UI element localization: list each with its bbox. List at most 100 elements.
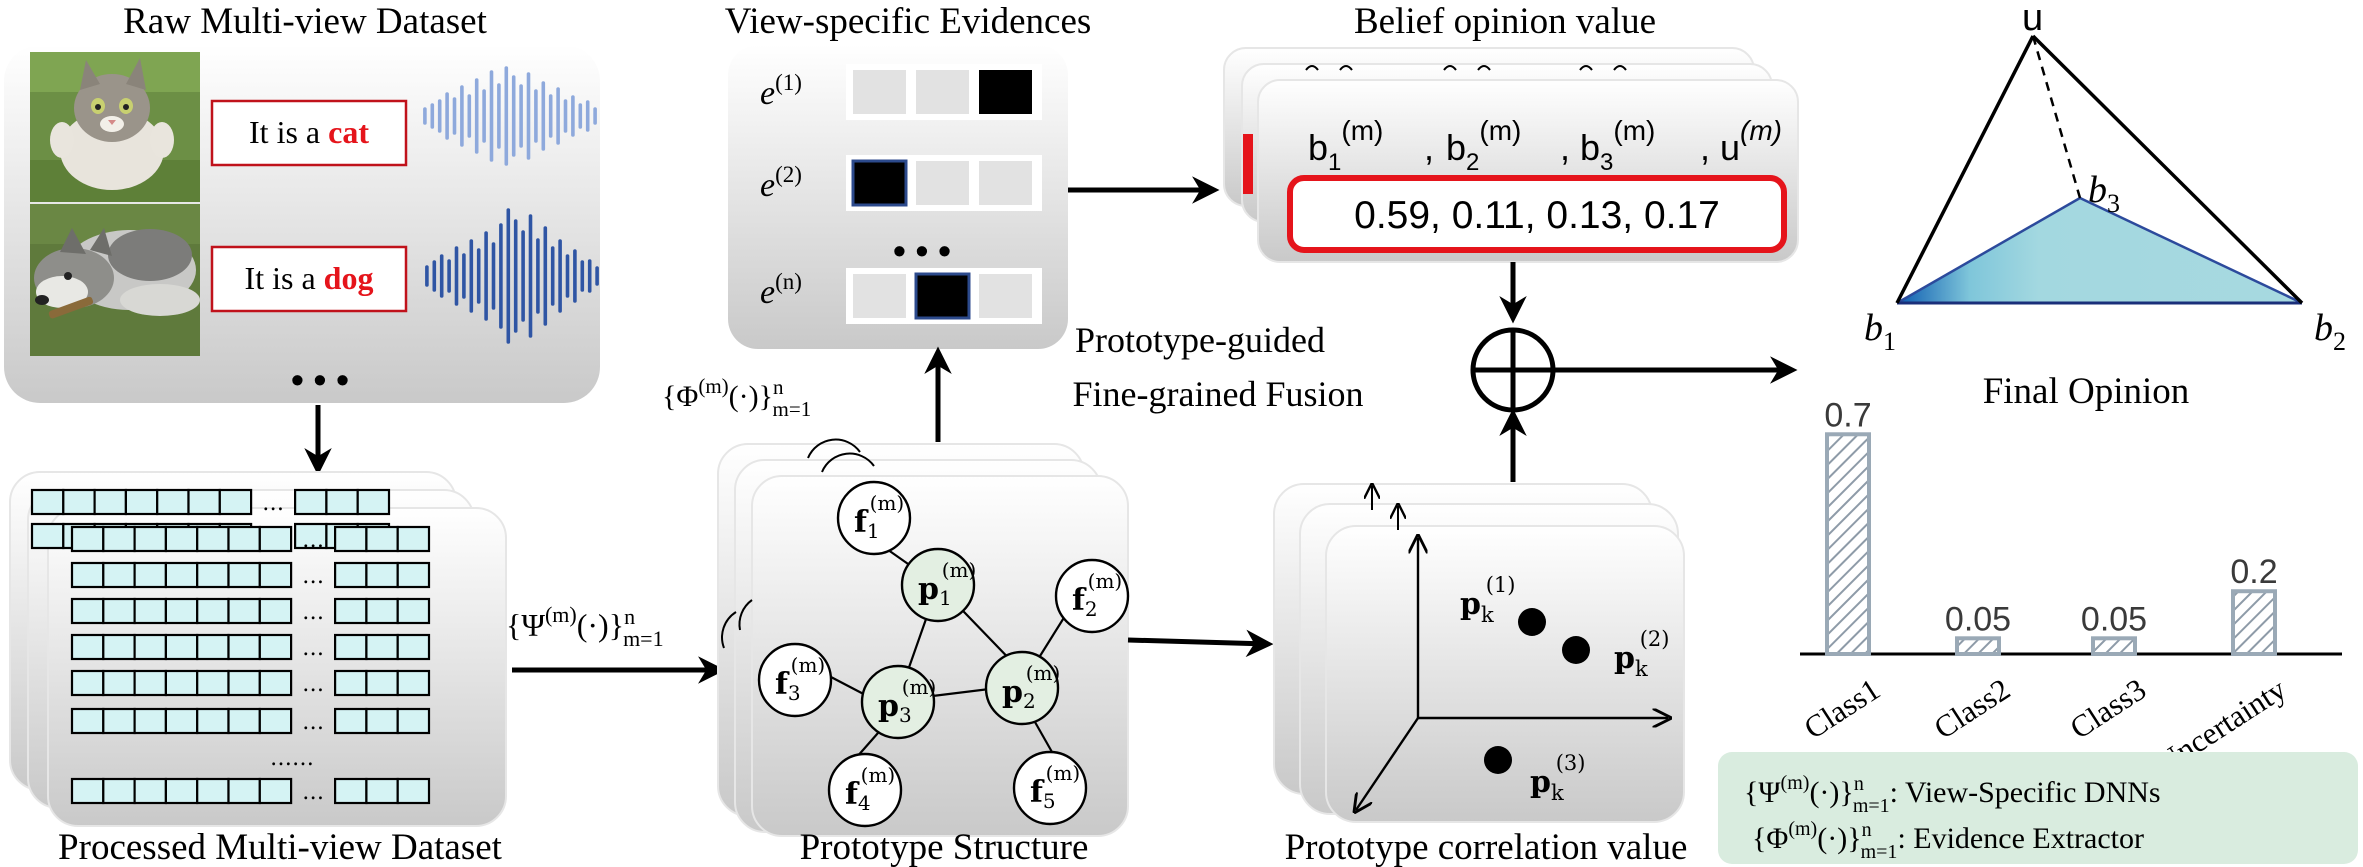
grid-ellipsis: … xyxy=(302,636,324,661)
grid-cell xyxy=(102,669,136,697)
grid-cell xyxy=(196,777,230,805)
grid-cell xyxy=(164,525,199,553)
simplex-b2-label: b2 xyxy=(2314,307,2346,356)
prototype-structure-title: Prototype Structure xyxy=(800,827,1089,867)
grid-cell xyxy=(156,488,190,516)
evidence-row-n: e(n) xyxy=(760,268,1042,324)
feature-node-label: f2(m) xyxy=(1072,569,1122,621)
grid-cell xyxy=(258,777,293,805)
processed-data-grid: ……………………… xyxy=(70,525,431,805)
grid-row-ellipsis: …… xyxy=(270,746,314,771)
grid-cell xyxy=(196,561,230,589)
grid-cell xyxy=(70,777,105,805)
evidence-row-1: e(1) xyxy=(760,64,1042,120)
feature-node xyxy=(836,480,912,556)
opinion-simplex xyxy=(1895,34,2304,305)
grid-cell xyxy=(227,525,261,553)
grid-cell xyxy=(365,561,399,589)
grid-cell xyxy=(334,561,368,589)
feature-node-label: f4(m) xyxy=(845,763,895,815)
grid-cell xyxy=(133,561,168,589)
grid-cell xyxy=(334,669,368,697)
grid-ellipsis: … xyxy=(302,564,324,589)
audio-waveform-dark xyxy=(425,208,599,344)
belief-symbols: b1(m) b2(m) b3(m) u(m) xyxy=(1308,107,1782,176)
processed-dataset-title: Processed Multi-view Dataset xyxy=(58,827,503,867)
bar-value-label: 0.05 xyxy=(2081,600,2147,638)
prototype-point-label: pk(1) xyxy=(1460,573,1515,627)
grid-cell xyxy=(196,633,230,661)
arrow-prototype-to-correlation xyxy=(1127,629,1274,658)
grid-cell xyxy=(258,669,293,697)
grid-ellipsis: … xyxy=(302,710,324,735)
belief-values-box xyxy=(1287,175,1787,253)
grid-cell xyxy=(294,488,328,516)
grid-cell xyxy=(196,525,230,553)
prototype-node-label: p1(m) xyxy=(918,558,976,610)
grid-cell xyxy=(133,525,168,553)
grid-cell xyxy=(164,633,199,661)
grid-cell xyxy=(258,597,293,625)
grid-cell xyxy=(124,488,159,516)
final-opinion-title: Final Opinion xyxy=(1983,371,2190,412)
grid-cell xyxy=(70,669,105,697)
prototype-point xyxy=(1518,608,1546,636)
grid-cell xyxy=(227,777,261,805)
fusion-label-line2: Fine-grained Fusion xyxy=(1073,374,1364,414)
dog-text-box xyxy=(210,245,408,313)
grid-cell xyxy=(365,597,399,625)
grid-cell xyxy=(218,488,253,516)
grid-cell xyxy=(227,561,261,589)
bar xyxy=(1825,432,1871,656)
grid-cell xyxy=(396,561,431,589)
grid-cell xyxy=(164,777,199,805)
feature-node xyxy=(1054,558,1130,634)
grid-cell xyxy=(396,777,431,805)
grid-cell xyxy=(70,707,105,735)
grid-cell xyxy=(365,633,399,661)
grid-ellipsis: … xyxy=(302,672,324,697)
bar-value-label: 0.05 xyxy=(1945,600,2011,638)
grid-cell xyxy=(102,561,136,589)
grid-cell xyxy=(227,597,261,625)
grid-cell xyxy=(365,669,399,697)
grid-cell xyxy=(164,669,199,697)
category-label: Class1 xyxy=(1798,671,1886,745)
grid-cell xyxy=(30,522,65,550)
grid-cell xyxy=(164,597,199,625)
grid-cell xyxy=(396,707,431,735)
grid-cell xyxy=(102,707,136,735)
grid-cell xyxy=(196,597,230,625)
grid-cell xyxy=(187,488,221,516)
raw-dataset-title: Raw Multi-view Dataset xyxy=(123,1,487,42)
grid-cell xyxy=(133,707,168,735)
cat-photo xyxy=(30,52,200,202)
grid-cell xyxy=(70,561,105,589)
grid-cell xyxy=(396,633,431,661)
feature-node xyxy=(1012,750,1088,826)
correlation-title: Prototype correlation value xyxy=(1285,827,1688,867)
dog-photo xyxy=(30,204,200,356)
correlation-axes xyxy=(1356,538,1668,810)
audio-waveform-light xyxy=(423,66,597,166)
grid-cell xyxy=(258,525,293,553)
grid-ellipsis: … xyxy=(302,600,324,625)
bar-value-label: 0.2 xyxy=(2230,553,2277,591)
grid-cell xyxy=(102,597,136,625)
belief-values: 0.59, 0.11, 0.13, 0.17 xyxy=(1354,194,1720,237)
grid-cell xyxy=(227,707,261,735)
grid-cell xyxy=(133,669,168,697)
grid-cell xyxy=(334,525,368,553)
grid-cell xyxy=(196,707,230,735)
grid-cell xyxy=(396,525,431,553)
bar xyxy=(2091,636,2137,656)
fusion-operator xyxy=(1470,327,1556,413)
correlation-panel-stack xyxy=(1273,484,1685,823)
grid-cell xyxy=(164,561,199,589)
prototype-node-label: p2(m) xyxy=(1002,661,1060,713)
grid-ellipsis: … xyxy=(302,528,324,553)
grid-cell xyxy=(258,707,293,735)
